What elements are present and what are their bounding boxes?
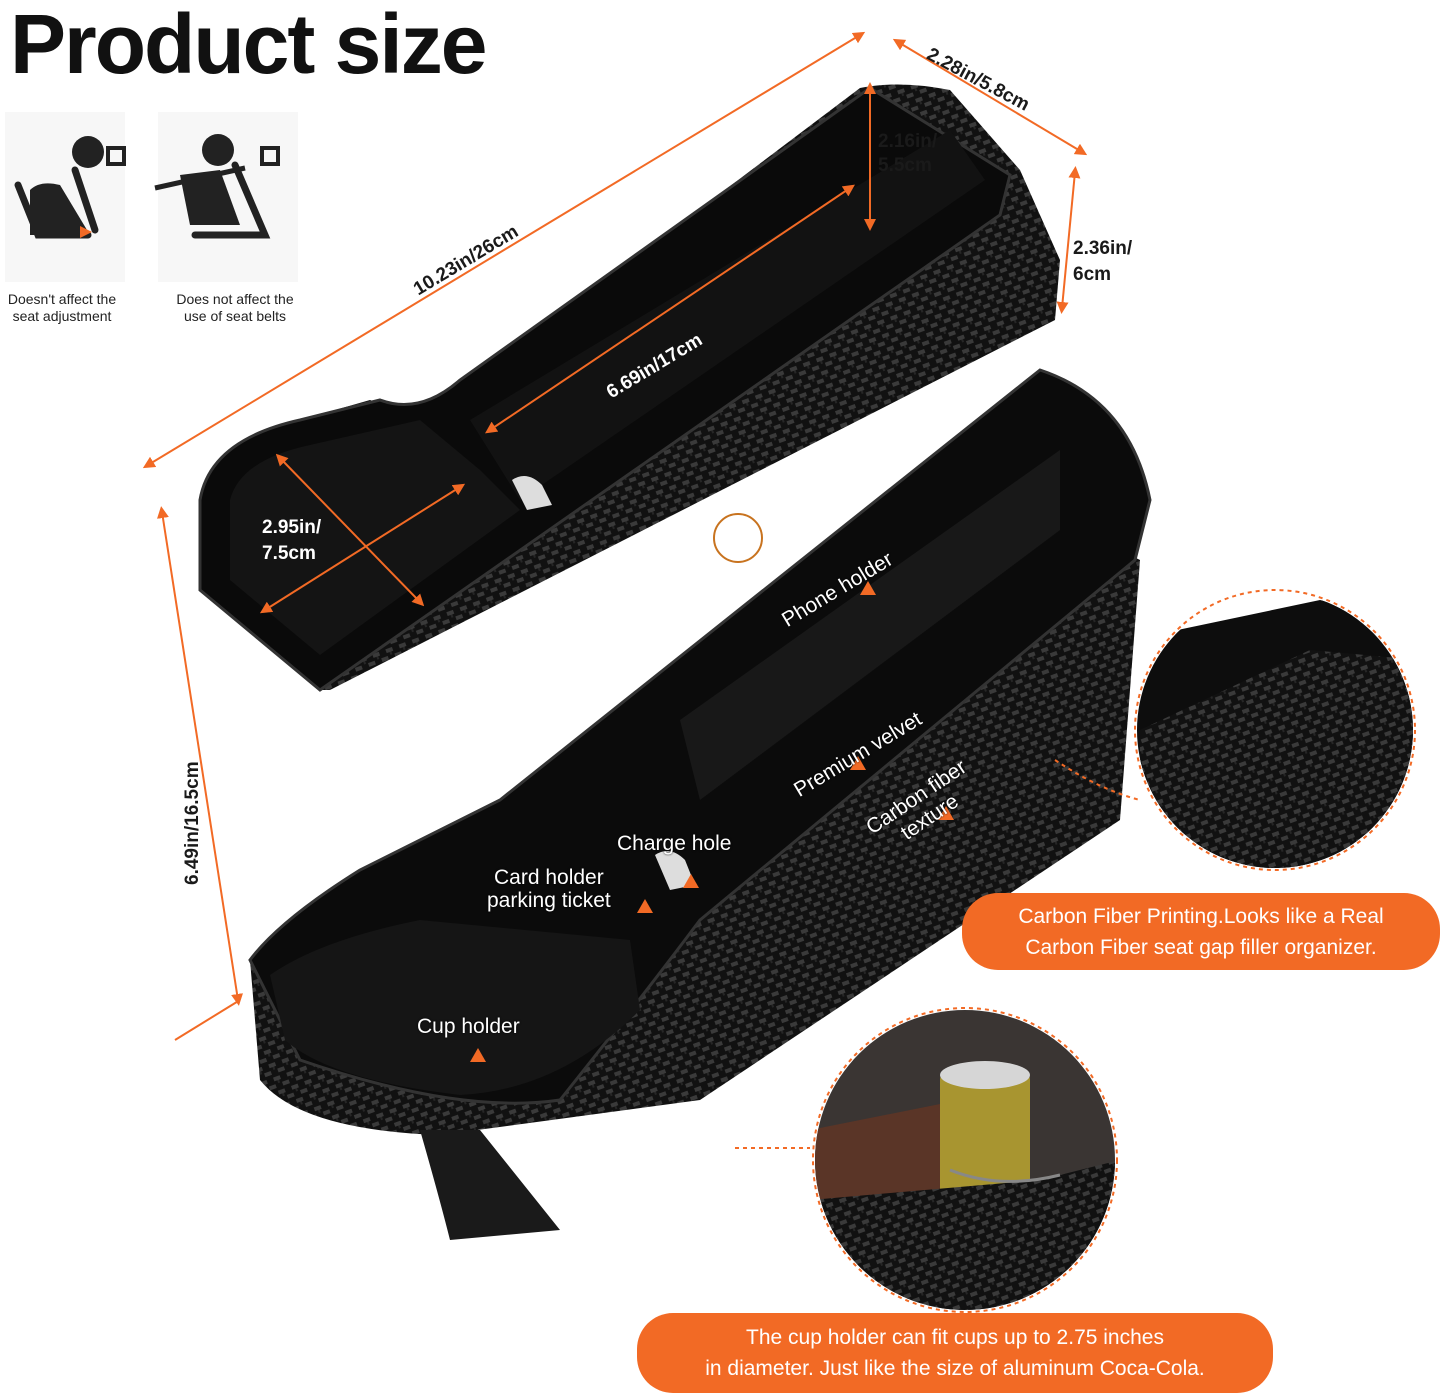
side-height-line2: 6cm bbox=[1073, 264, 1112, 285]
carbon-callout: Carbon Fiber Printing.Looks like a Real … bbox=[962, 893, 1440, 970]
cup-size-label: 2.95in/ 7.5cm bbox=[262, 515, 321, 567]
brand-logo-icon bbox=[713, 513, 763, 563]
cup-size-line2: 7.5cm bbox=[262, 543, 316, 564]
cup-holder-label: Cup holder bbox=[417, 1015, 520, 1038]
depth-label: 2.16in/ 5.5cm bbox=[878, 130, 937, 178]
seat-belt-caption-line1: Does not affect the bbox=[176, 291, 294, 307]
width-arrow bbox=[892, 38, 1088, 156]
side-height-label: 2.36in/ 6cm bbox=[1073, 236, 1132, 288]
seat-belt-icon bbox=[154, 112, 298, 282]
side-height-line1: 2.36in/ bbox=[1073, 238, 1133, 259]
cup-callout-line2: in diameter. Just like the size of alumi… bbox=[705, 1357, 1205, 1380]
cup-size-line1: 2.95in/ bbox=[262, 517, 322, 538]
seat-adjust-caption-line1: Doesn't affect the bbox=[7, 291, 117, 307]
carbon-callout-line2: Carbon Fiber seat gap filler organizer. bbox=[1025, 935, 1377, 959]
card-holder-line1: Card holder bbox=[494, 866, 604, 889]
charge-hole-front-icon bbox=[655, 851, 695, 890]
charge-hole-icon bbox=[512, 476, 552, 510]
seat-belt-caption-line2: use of seat belts bbox=[184, 308, 286, 324]
cup-callout-line1: The cup holder can fit cups up to 2.75 i… bbox=[746, 1326, 1164, 1349]
side-height-arrow bbox=[1056, 166, 1081, 314]
cup-detail-circle bbox=[735, 1007, 1118, 1313]
depth-label-line1: 2.16in/ bbox=[878, 131, 938, 152]
carbon-detail-circle bbox=[1054, 589, 1416, 871]
seat-adjust-icon bbox=[5, 112, 126, 282]
card-holder-line2: parking ticket bbox=[487, 889, 611, 912]
height-label: 6.49in/16.5cm bbox=[182, 761, 203, 885]
seat-adjust-caption: Doesn't affect the seat adjustment bbox=[0, 291, 124, 325]
depth-label-line2: 5.5cm bbox=[878, 155, 932, 176]
charge-hole-label: Charge hole bbox=[617, 832, 732, 855]
card-holder-label: Card holder parking ticket bbox=[487, 866, 611, 912]
seat-belt-caption: Does not affect the use of seat belts bbox=[160, 291, 310, 325]
carbon-callout-line1: Carbon Fiber Printing.Looks like a Real bbox=[1018, 904, 1384, 928]
height-arrow bbox=[156, 506, 244, 1006]
cup-callout: The cup holder can fit cups up to 2.75 i… bbox=[637, 1313, 1273, 1393]
cup-diagonal-arrow-2 bbox=[259, 483, 466, 614]
inner-length-arrow bbox=[485, 184, 855, 434]
seat-adjust-caption-line2: seat adjustment bbox=[12, 308, 112, 324]
organizer-front bbox=[248, 368, 1152, 1240]
